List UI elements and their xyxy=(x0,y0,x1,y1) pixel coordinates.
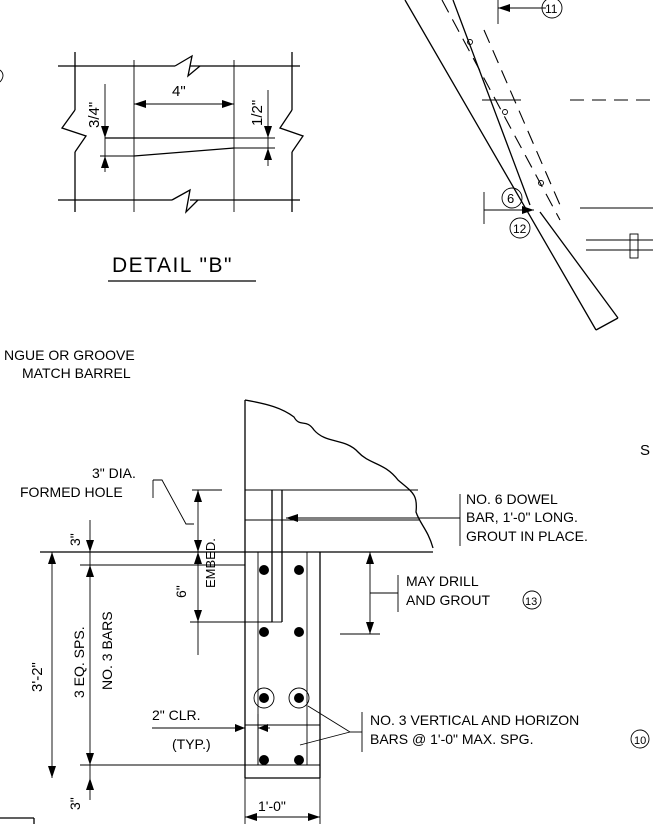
detail-b-dim-4: 4" xyxy=(172,83,186,100)
note-dowel-1: NO. 6 DOWEL xyxy=(466,491,558,507)
drill-grout-note: MAY DRILL AND GROUT 13 xyxy=(340,551,542,635)
callout-13: 13 xyxy=(525,596,537,608)
dim-width: 1'-0" xyxy=(258,798,286,814)
dim-top-3: 3" xyxy=(67,533,83,546)
dim-bottom-3: 3" xyxy=(67,797,83,810)
note-drill-2: AND GROUT xyxy=(406,592,490,608)
note-dowel-2: BAR, 1'-0" LONG. xyxy=(466,509,578,525)
clear-cover-note: 2" CLR. (TYP.) xyxy=(152,707,270,752)
detail-b-dim-1-2: 1/2" xyxy=(249,100,266,126)
note-dowel-3: GROUT IN PLACE. xyxy=(466,528,588,544)
note-tongue-groove: NGUE OR GROOVE xyxy=(4,347,135,363)
bars-note: NO. 3 VERTICAL AND HORIZON BARS @ 1'-0" … xyxy=(299,705,650,752)
detail-b: 4" 3/4" 1/2" DETAIL "B" xyxy=(0,52,305,282)
note-drill-1: MAY DRILL xyxy=(406,573,479,589)
width-dimension: 1'-0" xyxy=(0,778,321,824)
upper-right-section: 11 6 12 S xyxy=(404,0,653,459)
note-bars-1: NO. 3 VERTICAL AND HORIZON xyxy=(370,712,579,728)
note-bars-2: BARS @ 1'-0" MAX. SPG. xyxy=(370,731,533,747)
callout-10: 10 xyxy=(634,735,646,747)
callout-12: 12 xyxy=(513,222,527,236)
note-formed-hole-1: 3" DIA. xyxy=(92,465,136,481)
callout-6: 6 xyxy=(507,191,514,206)
note-clr-1: 2" CLR. xyxy=(152,707,201,723)
detail-b-dim-3-4: 3/4" xyxy=(86,102,103,128)
dowel-note: NO. 6 DOWEL BAR, 1'-0" LONG. GROUT IN PL… xyxy=(286,491,588,546)
dim-embed-6: 6" xyxy=(173,585,189,598)
callout-11: 11 xyxy=(545,2,558,16)
dim-no3-bars: NO. 3 BARS xyxy=(99,611,115,690)
left-dimensions: 3'-2" 3" 3" 3 EQ. SPS. NO. 3 BARS xyxy=(29,520,245,810)
note-formed-hole-2: FORMED HOLE xyxy=(20,484,123,500)
note-match-barrel: MATCH BARREL xyxy=(22,365,131,381)
dim-eq-spaces: 3 EQ. SPS. xyxy=(71,626,87,698)
formed-hole-note: 3" DIA. FORMED HOLE 6" EMBED. xyxy=(20,465,272,655)
main-section xyxy=(40,399,434,779)
dim-overall: 3'-2" xyxy=(29,662,46,692)
partial-label-s: S xyxy=(640,442,650,459)
detail-b-title: DETAIL "B" xyxy=(112,254,233,277)
note-clr-2: (TYP.) xyxy=(172,736,211,752)
dim-embed: EMBED. xyxy=(203,538,218,588)
